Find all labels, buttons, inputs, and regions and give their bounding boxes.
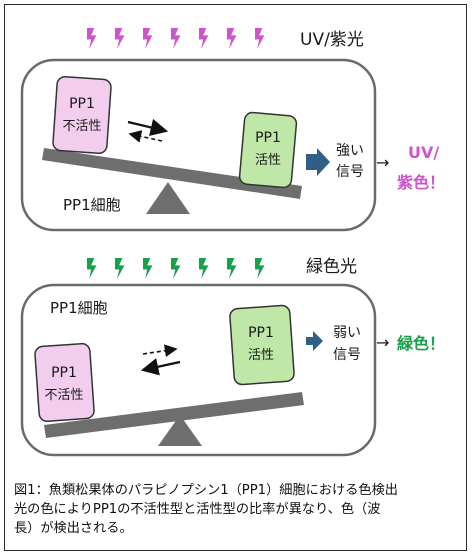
top-equilibrium-arrows xyxy=(127,118,169,143)
top-seesaw-fulcrum xyxy=(146,182,190,214)
lightning-bolt-icon xyxy=(87,258,97,279)
lightning-bolt-icon xyxy=(171,258,181,279)
lightning-bolt-icon xyxy=(143,258,153,279)
bottom-inactive-line1: PP1 xyxy=(51,365,77,381)
caption-line3: 長）が検出される。 xyxy=(14,521,133,536)
top-active-line2: 活性 xyxy=(255,153,281,168)
bottom-inactive-pp1-box: PP1 不活性 xyxy=(34,342,95,423)
top-active-line1: PP1 xyxy=(255,130,281,146)
top-seesaw-beam xyxy=(42,148,302,199)
top-inactive-line2: 不活性 xyxy=(62,119,101,134)
caption-line2: 光の色によりPP1の不活性型と活性型の比率が異なり、色（波 xyxy=(14,502,381,517)
green-light-label: 緑色光 xyxy=(306,257,357,277)
lightning-bolt-icon xyxy=(115,28,125,49)
figure-caption: 図1：魚類松果体のパラピノプシン1（PP1）細胞における色検出 光の色によりPP… xyxy=(14,481,458,538)
top-inactive-line1: PP1 xyxy=(69,96,95,112)
top-active-pp1-box: PP1 活性 xyxy=(238,111,298,189)
lightning-bolt-icon xyxy=(199,258,209,279)
bottom-active-pp1-box: PP1 活性 xyxy=(229,304,295,386)
top-seesaw xyxy=(42,148,302,214)
bottom-active-line2: 活性 xyxy=(248,348,274,363)
lightning-bolt-icon xyxy=(171,28,181,49)
lightning-bolt-icon xyxy=(227,258,237,279)
top-signal-line2: 信号 xyxy=(336,164,364,180)
top-result-line1: UV/ xyxy=(408,143,439,162)
lightning-bolt-icon xyxy=(143,28,153,49)
bottom-signal-arrow xyxy=(306,331,323,351)
top-cell-label: PP1細胞 xyxy=(63,196,121,214)
lightning-bolt-icon xyxy=(199,28,209,49)
bottom-result-arrow: → xyxy=(376,333,389,352)
lightning-bolt-icon xyxy=(87,28,97,49)
lightning-bolt-icon xyxy=(227,28,237,49)
bottom-active-line1: PP1 xyxy=(248,325,274,341)
uv-light-bolts xyxy=(87,28,265,49)
bottom-signal-line1: 弱い xyxy=(333,325,361,341)
top-signal-line1: 強い xyxy=(336,143,364,159)
lightning-bolt-icon xyxy=(255,258,265,279)
bottom-cell-label: PP1細胞 xyxy=(50,299,108,317)
top-signal-arrow xyxy=(306,148,330,176)
caption-line1: 図1：魚類松果体のパラピノプシン1（PP1）細胞における色検出 xyxy=(14,483,398,498)
bottom-equilibrium-arrows xyxy=(140,344,181,376)
bottom-signal-line2: 信号 xyxy=(333,347,361,363)
bottom-seesaw xyxy=(44,392,304,446)
bottom-result-text: 緑色！ xyxy=(397,334,445,353)
green-light-bolts xyxy=(87,258,265,279)
lightning-bolt-icon xyxy=(115,258,125,279)
uv-light-label: UV/紫光 xyxy=(300,30,364,50)
bottom-inactive-line2: 不活性 xyxy=(44,388,83,403)
bottom-seesaw-fulcrum xyxy=(158,415,202,446)
bottom-seesaw-beam xyxy=(44,392,304,438)
lightning-bolt-icon xyxy=(255,28,265,49)
top-inactive-pp1-box: PP1 不活性 xyxy=(52,75,112,155)
top-result-line2: 紫色！ xyxy=(397,173,445,192)
top-result-arrow: → xyxy=(376,153,389,172)
